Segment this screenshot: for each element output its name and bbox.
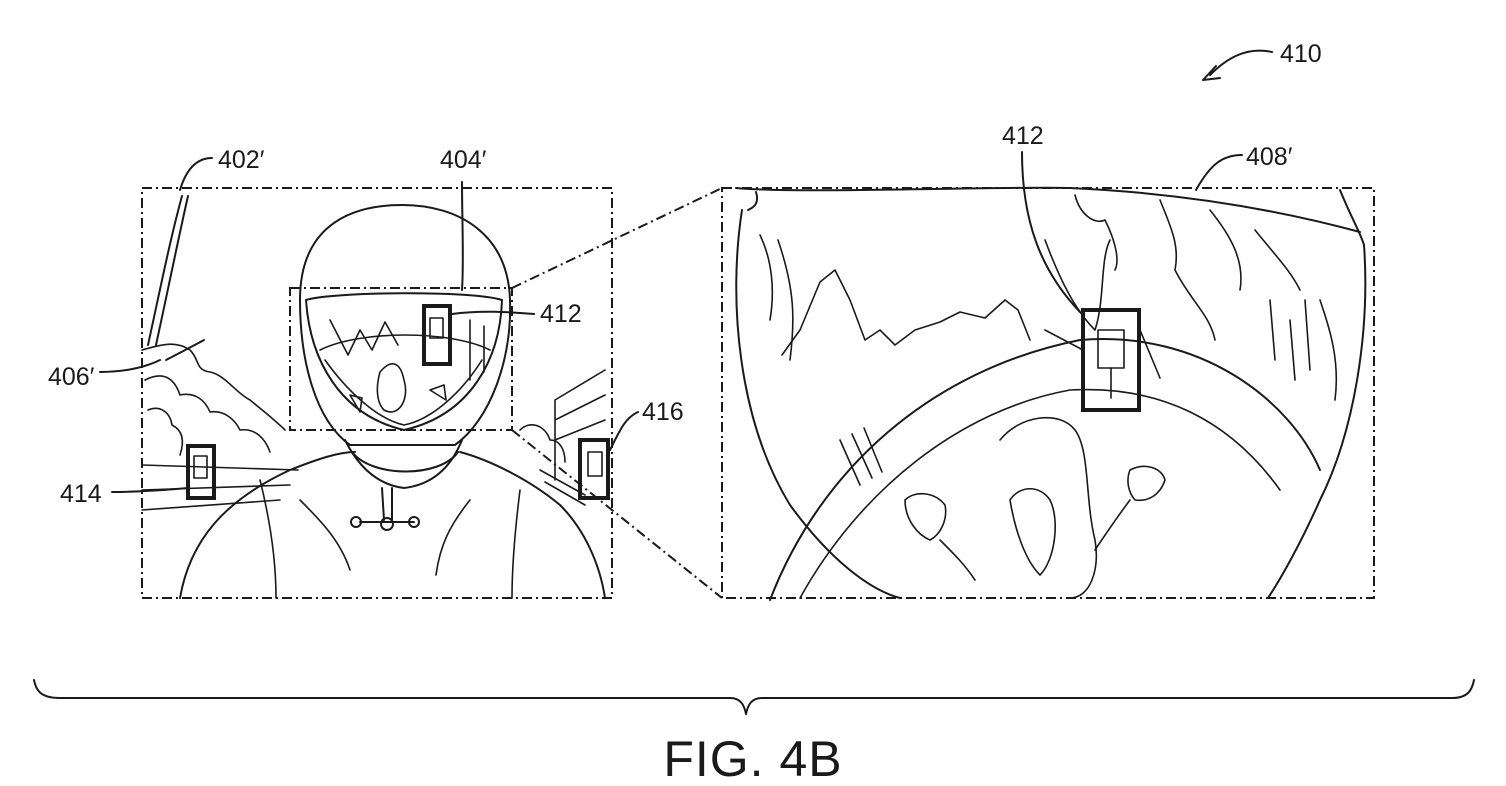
label-410: 410 (1280, 40, 1322, 68)
figure-brace (33, 679, 1475, 715)
label-416: 416 (642, 398, 684, 426)
crop-region-404 (289, 287, 513, 431)
zoom-projection-lines (511, 187, 723, 599)
helmet-drawing (299, 204, 512, 489)
label-412-right: 412 (1002, 122, 1044, 150)
left-callouts: 402′ 404′ 406′ 412 414 416 (48, 146, 684, 508)
label-402: 402′ (218, 146, 265, 174)
label-412-left: 412 (540, 300, 582, 328)
right-frame (721, 186, 1375, 601)
left-frame (141, 187, 613, 599)
ref-410-callout: 410 (1202, 40, 1322, 81)
right-callouts: 412 408′ (1002, 122, 1293, 313)
label-408: 408′ (1246, 143, 1293, 171)
rider-body-drawing (179, 451, 606, 599)
label-414: 414 (60, 480, 102, 508)
label-406: 406′ (48, 363, 95, 391)
label-404: 404′ (440, 146, 487, 174)
background-scenery (141, 195, 610, 511)
figure-caption: FIG. 4B (663, 731, 842, 786)
